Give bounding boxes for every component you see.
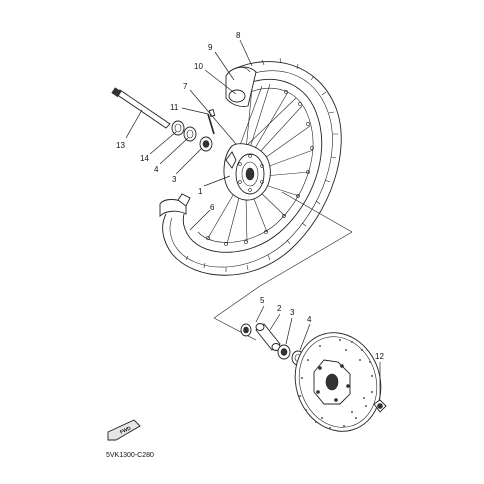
- brake-disc: [294, 332, 382, 432]
- callout-6: 6: [210, 203, 215, 212]
- spacer: [255, 323, 281, 351]
- callout-10: 10: [194, 62, 203, 71]
- callout-8: 8: [236, 31, 241, 40]
- callout-11: 11: [170, 103, 179, 112]
- callout-7: 7: [183, 82, 188, 91]
- drawing-code: 5VK1300-C280: [106, 452, 154, 459]
- callout-3-lower: 3: [290, 308, 295, 317]
- reference-lines: [213, 191, 353, 341]
- collar: [171, 120, 185, 136]
- rim-band: [159, 193, 191, 218]
- callout-2: 2: [277, 304, 282, 313]
- fwd-label: FWD: [119, 425, 132, 435]
- bearing-upper: [199, 136, 213, 152]
- callout-labels: 8 9 10 7 11 13 14 4 3 1 6 5 2 3 4 12: [116, 31, 384, 361]
- callout-3-upper: 3: [172, 175, 177, 184]
- callout-4-lower: 4: [307, 315, 312, 324]
- bearing-lower: [277, 344, 291, 360]
- callout-1: 1: [198, 187, 203, 196]
- hub: [223, 143, 271, 201]
- oil-seal-upper: [183, 126, 197, 142]
- wheel-axle: [111, 87, 171, 129]
- callout-9: 9: [208, 43, 213, 52]
- callout-5: 5: [260, 296, 265, 305]
- callout-13: 13: [116, 141, 125, 150]
- disc-bolt: [373, 399, 387, 413]
- tube: [225, 66, 257, 107]
- callout-12: 12: [375, 352, 384, 361]
- callout-4-upper: 4: [154, 165, 159, 174]
- callout-14: 14: [140, 154, 149, 163]
- fwd-arrow-icon: FWD: [107, 419, 141, 441]
- oil-seal-lower: [240, 323, 252, 337]
- spokes: [207, 83, 314, 245]
- leader-lines: [125, 39, 381, 398]
